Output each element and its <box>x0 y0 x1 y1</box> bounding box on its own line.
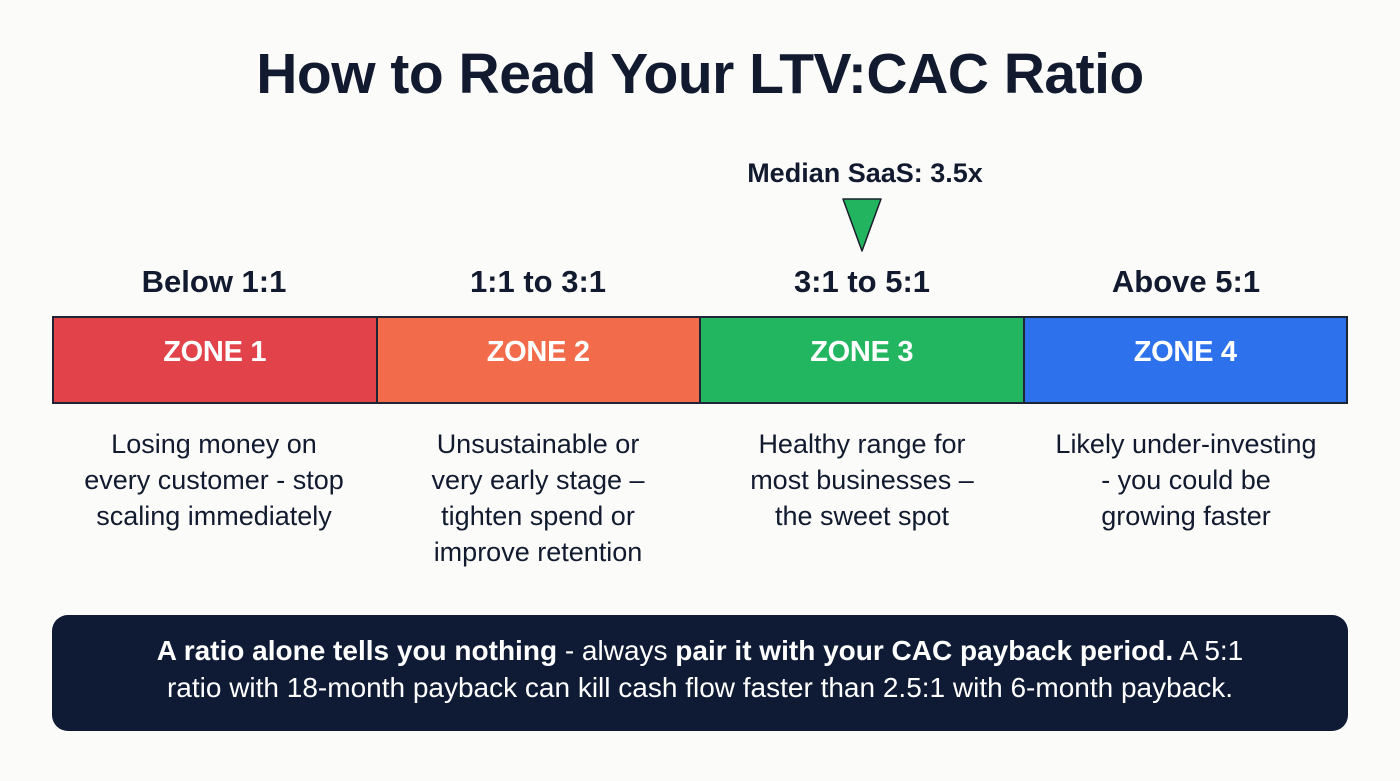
description-line: the sweet spot <box>774 501 950 531</box>
zone-1-range: Below 1:1 <box>141 264 287 299</box>
zone-4-description: Likely under-investing - you could be gr… <box>1024 426 1348 570</box>
zone-3-range: 3:1 to 5:1 <box>793 264 931 299</box>
description-line: scaling immediately <box>96 501 332 531</box>
zone-4-range: Above 5:1 <box>1111 264 1261 299</box>
description-line: most businesses – <box>750 465 974 495</box>
description-line: every customer - stop <box>84 465 344 495</box>
zone-4-segment: ZONE 4 <box>1022 318 1346 402</box>
description-line: growing faster <box>1101 501 1271 531</box>
callout-box: A ratio alone tells you nothing - always… <box>52 615 1348 731</box>
description-line: tighten spend or <box>441 501 635 531</box>
zone-1-description: Losing money on every customer - stop sc… <box>52 426 376 570</box>
zone-2-range: 1:1 to 3:1 <box>469 264 607 299</box>
zone-3-segment: ZONE 3 <box>699 318 1023 402</box>
callout-text: A 5:1 <box>1173 635 1244 666</box>
zone-2-segment: ZONE 2 <box>375 318 699 402</box>
page-title: How to Read Your LTV:CAC Ratio <box>256 42 1144 106</box>
zone-2-description: Unsustainable or very early stage – tigh… <box>376 426 700 570</box>
description-line: improve retention <box>433 537 643 567</box>
description-line: - you could be <box>1101 465 1271 495</box>
callout-emphasis: A ratio alone tells you nothing <box>156 635 558 666</box>
description-line: Unsustainable or <box>436 429 640 459</box>
description-line: very early stage – <box>431 465 645 495</box>
callout-text: - always <box>557 635 676 666</box>
median-marker-label: Median SaaS: 3.5x <box>747 158 983 188</box>
zone-4-name: ZONE 4 <box>1133 336 1237 368</box>
zone-2-name: ZONE 2 <box>486 336 590 368</box>
zone-1-name: ZONE 1 <box>163 336 267 368</box>
zone-3-description: Healthy range for most businesses – the … <box>700 426 1024 570</box>
zone-descriptions: Losing money on every customer - stop sc… <box>52 426 1348 570</box>
zone-bar: ZONE 1 ZONE 2 ZONE 3 ZONE 4 <box>52 316 1348 404</box>
callout-line-2: ratio with 18-month payback can kill cas… <box>166 672 1234 703</box>
median-marker: Median SaaS: 3.5x <box>700 152 1024 262</box>
zone-3-name: ZONE 3 <box>810 336 914 368</box>
description-line: Likely under-investing <box>1055 429 1317 459</box>
triangle-down-icon <box>842 198 882 252</box>
zone-range-labels: Below 1:1 1:1 to 3:1 3:1 to 5:1 Above 5:… <box>52 262 1348 302</box>
callout-emphasis: pair it with your CAC payback period. <box>675 635 1174 666</box>
description-line: Healthy range for <box>758 429 966 459</box>
zone-1-segment: ZONE 1 <box>54 318 376 402</box>
description-line: Losing money on <box>111 429 317 459</box>
callout-line-1: A ratio alone tells you nothing - always… <box>52 632 1348 669</box>
